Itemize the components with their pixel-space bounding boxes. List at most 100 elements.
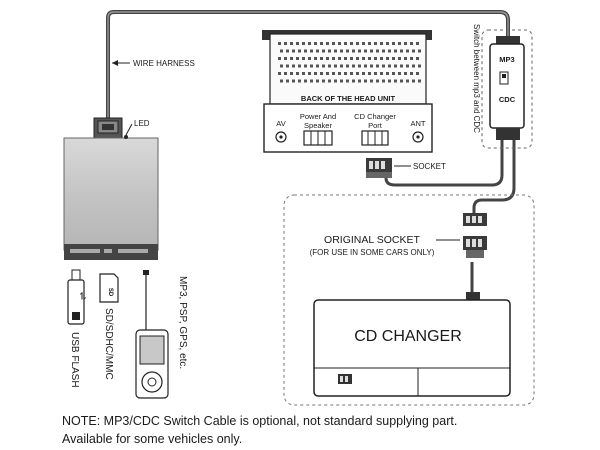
switch-dashed-frame	[481, 29, 533, 149]
vent-hole	[362, 72, 365, 75]
vent-hole	[404, 72, 407, 75]
vent-hole	[388, 79, 391, 83]
vent-hole	[370, 64, 373, 68]
vent-hole	[358, 64, 361, 68]
vent-hole	[376, 64, 379, 68]
cd-changer	[313, 292, 511, 397]
vent-hole	[332, 57, 335, 60]
vent-hole	[322, 79, 325, 83]
footnote-line-2: Available for some vehicles only.	[62, 432, 243, 446]
vent-hole	[350, 42, 353, 45]
vent-hole	[316, 49, 319, 53]
devices-label: MP3, PSP, GPS, etc.	[177, 276, 188, 369]
vent-hole	[338, 72, 341, 75]
vent-hole	[386, 57, 389, 60]
switch-to-original-socket-cable	[472, 140, 516, 215]
vent-hole	[340, 64, 343, 68]
led-indicator	[124, 135, 128, 139]
vent-hole	[358, 49, 361, 53]
vent-hole	[302, 57, 305, 60]
changer-dashed-frame	[283, 194, 535, 406]
vent-hole	[374, 57, 377, 60]
vent-hole	[338, 57, 341, 60]
vent-hole	[376, 79, 379, 83]
vent-hole	[412, 64, 415, 68]
cd-changer-port-label: CD Changer	[354, 112, 396, 121]
vent-hole	[382, 79, 385, 83]
vent-hole	[292, 64, 295, 68]
vent-hole	[346, 79, 349, 83]
vent-hole	[332, 42, 335, 45]
socket-connector	[366, 158, 392, 178]
vent-hole	[304, 79, 307, 83]
head-unit	[262, 30, 433, 153]
vent-hole	[412, 49, 415, 53]
vent-hole	[298, 64, 301, 68]
vent-hole	[380, 42, 383, 45]
vent-hole	[298, 49, 301, 53]
vent-hole	[412, 79, 415, 83]
vent-hole	[350, 57, 353, 60]
vent-hole	[322, 64, 325, 68]
vent-hole	[416, 72, 419, 75]
vent-hole	[310, 79, 313, 83]
vent-hole	[326, 42, 329, 45]
vent-hole	[388, 49, 391, 53]
vent-hole	[394, 49, 397, 53]
vent-hole	[328, 64, 331, 68]
vent-hole	[308, 57, 311, 60]
vent-hole	[280, 64, 283, 68]
vent-hole	[410, 57, 413, 60]
vent-hole	[320, 57, 323, 60]
vent-hole	[298, 79, 301, 83]
vent-hole	[286, 64, 289, 68]
vent-hole	[334, 49, 337, 53]
vent-hole	[322, 49, 325, 53]
vent-hole	[394, 64, 397, 68]
vent-hole	[352, 49, 355, 53]
vent-hole	[308, 42, 311, 45]
vent-hole	[392, 57, 395, 60]
mp3-cdc-switch	[489, 36, 525, 140]
wire-harness-label: WIRE HARNESS	[133, 59, 195, 68]
head-unit-title: BACK OF THE HEAD UNIT	[301, 94, 396, 103]
av-label: AV	[276, 119, 285, 128]
vent-hole	[404, 57, 407, 60]
vent-hole	[406, 49, 409, 53]
vent-hole	[416, 42, 419, 45]
vent-hole	[352, 64, 355, 68]
vent-hole	[376, 49, 379, 53]
vent-hole	[362, 57, 365, 60]
vent-hole	[338, 42, 341, 45]
switch-to-socket-cable	[384, 140, 504, 187]
vent-hole	[334, 64, 337, 68]
vent-hole	[370, 79, 373, 83]
ant-label: ANT	[411, 119, 426, 128]
vent-hole	[278, 72, 281, 75]
original-socket-label: ORIGINAL SOCKET	[324, 234, 420, 246]
vent-hole	[290, 72, 293, 75]
footnote: NOTE: MP3/CDC Switch Cable is optional, …	[62, 412, 582, 448]
vent-hole	[292, 79, 295, 83]
av-port	[275, 131, 287, 143]
svg-text:SD: SD	[107, 288, 113, 297]
vent-hole	[316, 79, 319, 83]
led-pointer	[125, 123, 133, 136]
vent-hole	[344, 72, 347, 75]
vent-hole	[404, 42, 407, 45]
vent-hole	[280, 49, 283, 53]
vent-hole	[310, 64, 313, 68]
switch-mp3-label: MP3	[499, 55, 514, 64]
vent-hole	[320, 72, 323, 75]
cd-changer-label: CD CHANGER	[354, 328, 462, 345]
vent-hole	[316, 64, 319, 68]
vent-hole	[296, 42, 299, 45]
vent-hole	[368, 57, 371, 60]
vent-hole	[328, 79, 331, 83]
vent-hole	[400, 49, 403, 53]
vent-hole	[400, 64, 403, 68]
vent-hole	[296, 57, 299, 60]
vent-hole	[328, 49, 331, 53]
vent-hole	[304, 64, 307, 68]
socket-label: SOCKET	[413, 162, 446, 171]
